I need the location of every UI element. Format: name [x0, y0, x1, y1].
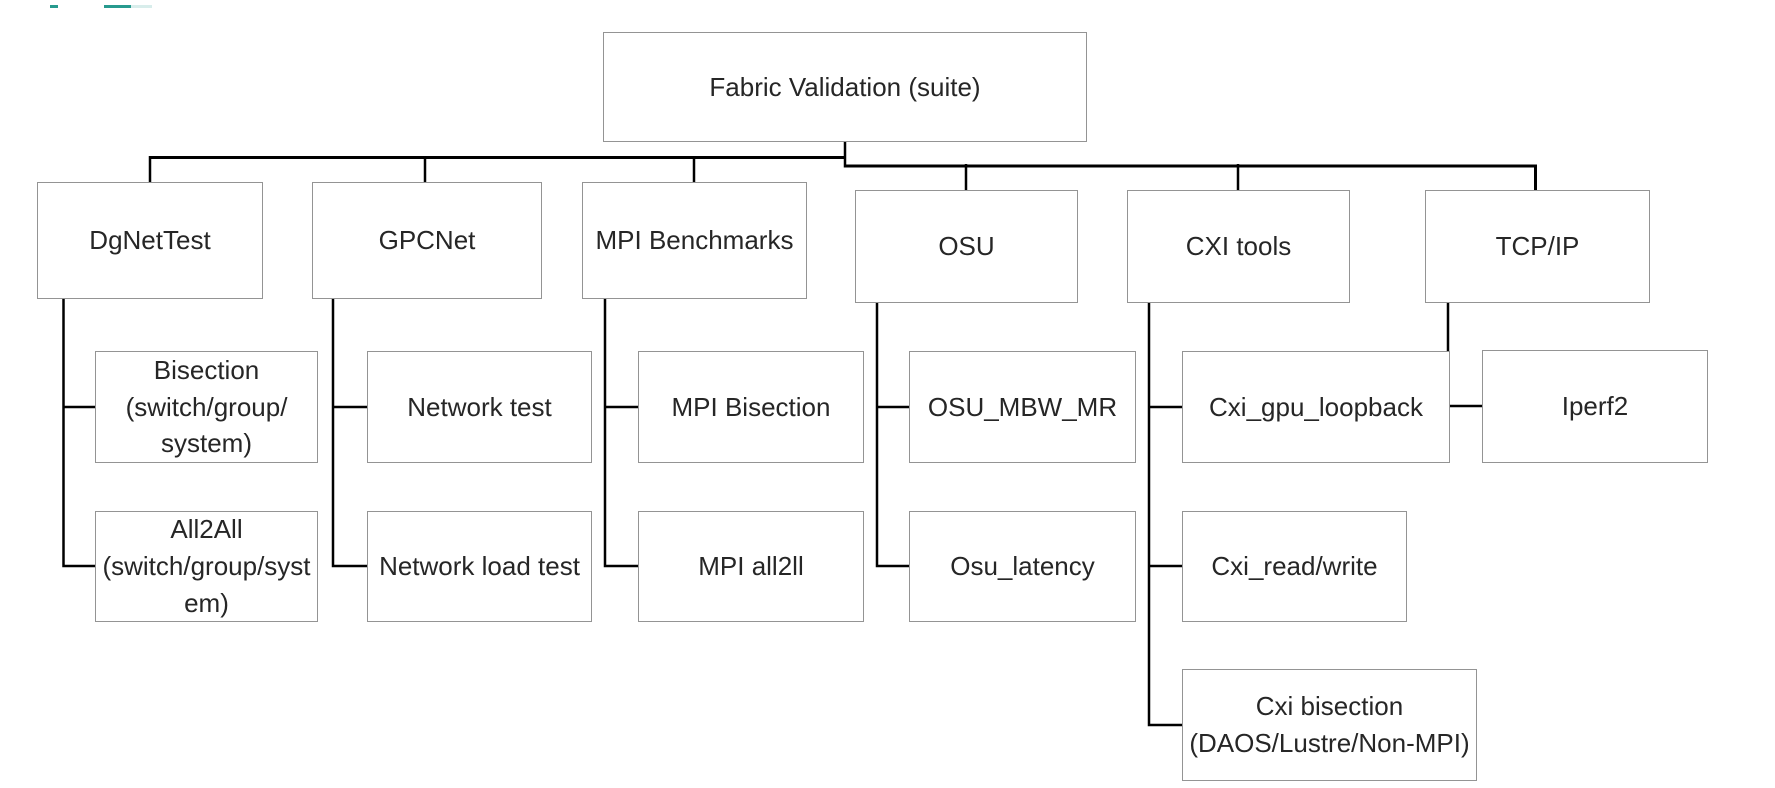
node-osu: OSU	[855, 190, 1078, 303]
node-bisection-switch-group-system: Bisection (switch/group/ system)	[95, 351, 318, 463]
node-network-test: Network test	[367, 351, 592, 463]
node-cxi-gpu-loopback: Cxi_gpu_loopback	[1182, 351, 1450, 463]
connector-bus-right	[844, 164, 1537, 190]
teal-mark	[50, 5, 58, 8]
node-iperf2: Iperf2	[1482, 350, 1708, 463]
node-osu-latency: Osu_latency	[909, 511, 1136, 622]
node-dgnettest: DgNetTest	[37, 182, 263, 299]
node-all2all-switch-group-system: All2All (switch/group/syst em)	[95, 511, 318, 622]
node-fabric-validation-suite: Fabric Validation (suite)	[603, 32, 1087, 142]
node-cxi-bisection: Cxi bisection (DAOS/Lustre/Non-MPI)	[1182, 669, 1477, 781]
node-gpcnet: GPCNet	[312, 182, 542, 299]
connector-cxi-children	[1147, 303, 1182, 727]
node-tcpip: TCP/IP	[1425, 190, 1650, 303]
connector-gpcnet-children	[331, 299, 367, 568]
node-osu-mbw-mr: OSU_MBW_MR	[909, 351, 1136, 463]
connector-dgnettest-children	[62, 299, 95, 568]
node-mpi-bisection: MPI Bisection	[638, 351, 864, 463]
teal-mark-faint	[131, 5, 152, 8]
node-mpi-benchmarks: MPI Benchmarks	[582, 182, 807, 299]
node-mpi-all2ll: MPI all2ll	[638, 511, 864, 622]
connector-mpi-children	[603, 299, 638, 568]
teal-mark	[104, 5, 131, 8]
node-cxi-read-write: Cxi_read/write	[1182, 511, 1407, 622]
connector-tcpip-iperf2	[1446, 303, 1482, 408]
node-network-load-test: Network load test	[367, 511, 592, 622]
connector-osu-children	[875, 303, 909, 568]
node-cxi-tools: CXI tools	[1127, 190, 1350, 303]
